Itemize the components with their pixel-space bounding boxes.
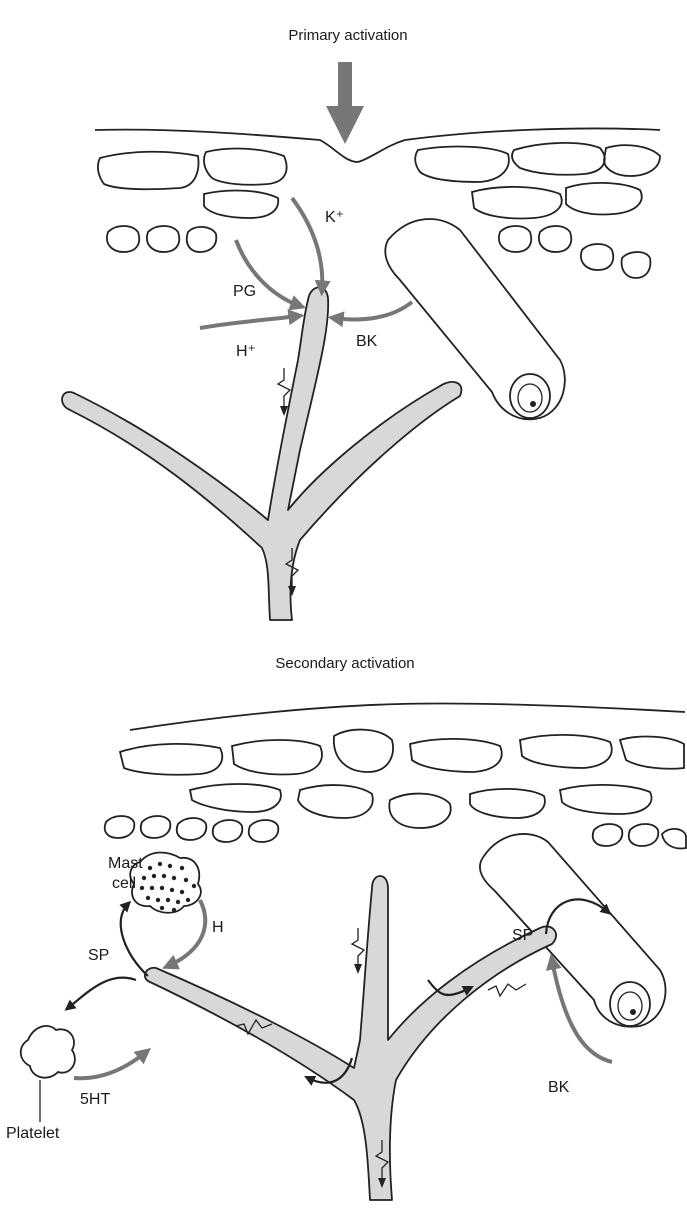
primary-panel: Primary activation (62, 27, 660, 620)
secondary-panel: Secondary activation (6, 655, 686, 1200)
sp-arrow-to-mast (121, 904, 148, 976)
5ht-arrow (74, 1052, 146, 1078)
primary-nerve-fiber (62, 287, 461, 620)
h-arrow (200, 316, 298, 328)
secondary-title: Secondary activation (275, 655, 414, 672)
primary-title: Primary activation (288, 27, 407, 44)
primary-skin-surface (95, 128, 660, 162)
mast-label-line1: Mast (108, 855, 143, 872)
bk-arrow-secondary (552, 960, 612, 1062)
h-label: H⁺ (236, 343, 256, 360)
sp-right-label: SP (512, 927, 533, 944)
primary-blood-vessel (385, 219, 565, 419)
platelet-label: Platelet (6, 1125, 60, 1142)
5ht-label: 5HT (80, 1091, 110, 1108)
bk-arrow (334, 302, 412, 319)
secondary-skin-surface (130, 703, 685, 730)
k-arrow (292, 198, 322, 290)
primary-epidermis-cells (98, 143, 660, 278)
h-label-secondary: H (212, 919, 224, 936)
mast-label-line2: cell (112, 875, 136, 892)
sp-left-label: SP (88, 947, 109, 964)
secondary-epidermis-cells (105, 730, 686, 849)
bk-label-secondary: BK (548, 1079, 570, 1096)
sp-arrow-to-platelet (68, 978, 136, 1008)
k-label: K⁺ (325, 209, 344, 226)
pg-label: PG (233, 283, 256, 300)
secondary-blood-vessel (480, 834, 666, 1027)
sp-arrow-to-vessel (546, 899, 608, 934)
stimulus-arrow (326, 62, 364, 144)
bk-label: BK (356, 333, 378, 350)
platelet (21, 1026, 75, 1122)
